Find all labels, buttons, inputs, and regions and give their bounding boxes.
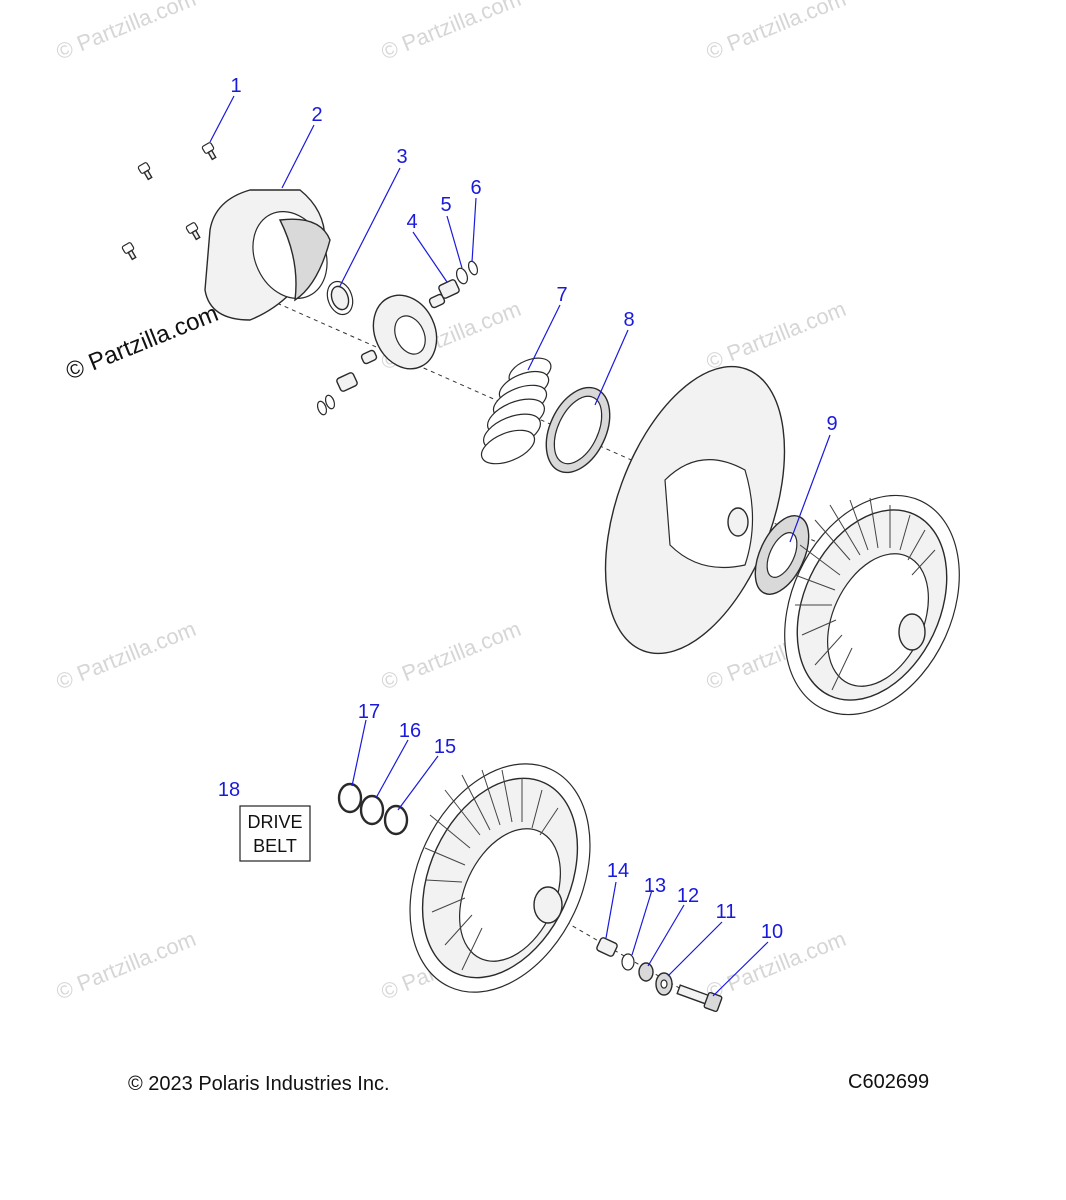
callout-2: 2 [311,104,322,126]
callout-17: 17 [358,701,380,723]
washer-9 [754,515,810,595]
watermark: © Partzilla.com [53,0,200,65]
callout-11: 11 [716,901,737,923]
callouts: 1 2 3 4 5 6 7 8 9 10 11 12 13 14 15 16 1… [218,75,838,943]
watermark: © Partzilla.com [703,0,850,65]
callout-5: 5 [440,194,451,216]
ring-8 [545,386,611,474]
watermark: © Partzilla.com [53,616,200,695]
hardware-stack [596,937,723,1013]
callout-12: 12 [677,885,699,907]
sheave [604,365,786,655]
drive-belt-line2: BELT [253,836,297,856]
callout-16: 16 [399,720,421,742]
assembly-axis-lower [544,909,701,1001]
callout-7: 7 [556,284,567,306]
copyright-text: © 2023 Polaris Industries Inc. [128,1073,390,1095]
drive-belt-label: DRIVE BELT [239,805,311,862]
screws [121,142,217,261]
spring [480,357,552,465]
fan-wheel-upper [784,494,960,716]
bushings [316,260,479,416]
fan-wheel-lower [409,763,591,993]
watermark-strong: © Partzilla.com [62,300,222,386]
watermark: © Partzilla.com [53,926,200,1005]
callout-4: 4 [406,211,417,233]
callout-13: 13 [644,875,666,897]
cover [204,189,331,321]
leader-lines [209,95,831,997]
watermark: © Partzilla.com [703,296,850,375]
diagram-code: C602699 [848,1071,930,1093]
watermark: © Partzilla.com [378,0,525,65]
callout-8: 8 [623,309,634,331]
callout-3: 3 [396,146,407,168]
spider [360,293,446,370]
callout-14: 14 [607,860,629,882]
callout-6: 6 [470,177,481,199]
drive-belt-line1: DRIVE [247,812,302,832]
ring-3 [326,280,354,316]
callout-9: 9 [826,413,837,435]
o-rings [337,782,409,836]
callout-15: 15 [434,736,456,758]
callout-1: 1 [230,75,241,97]
watermark: © Partzilla.com [378,616,525,695]
callout-10: 10 [761,921,783,943]
callout-18: 18 [218,779,240,801]
